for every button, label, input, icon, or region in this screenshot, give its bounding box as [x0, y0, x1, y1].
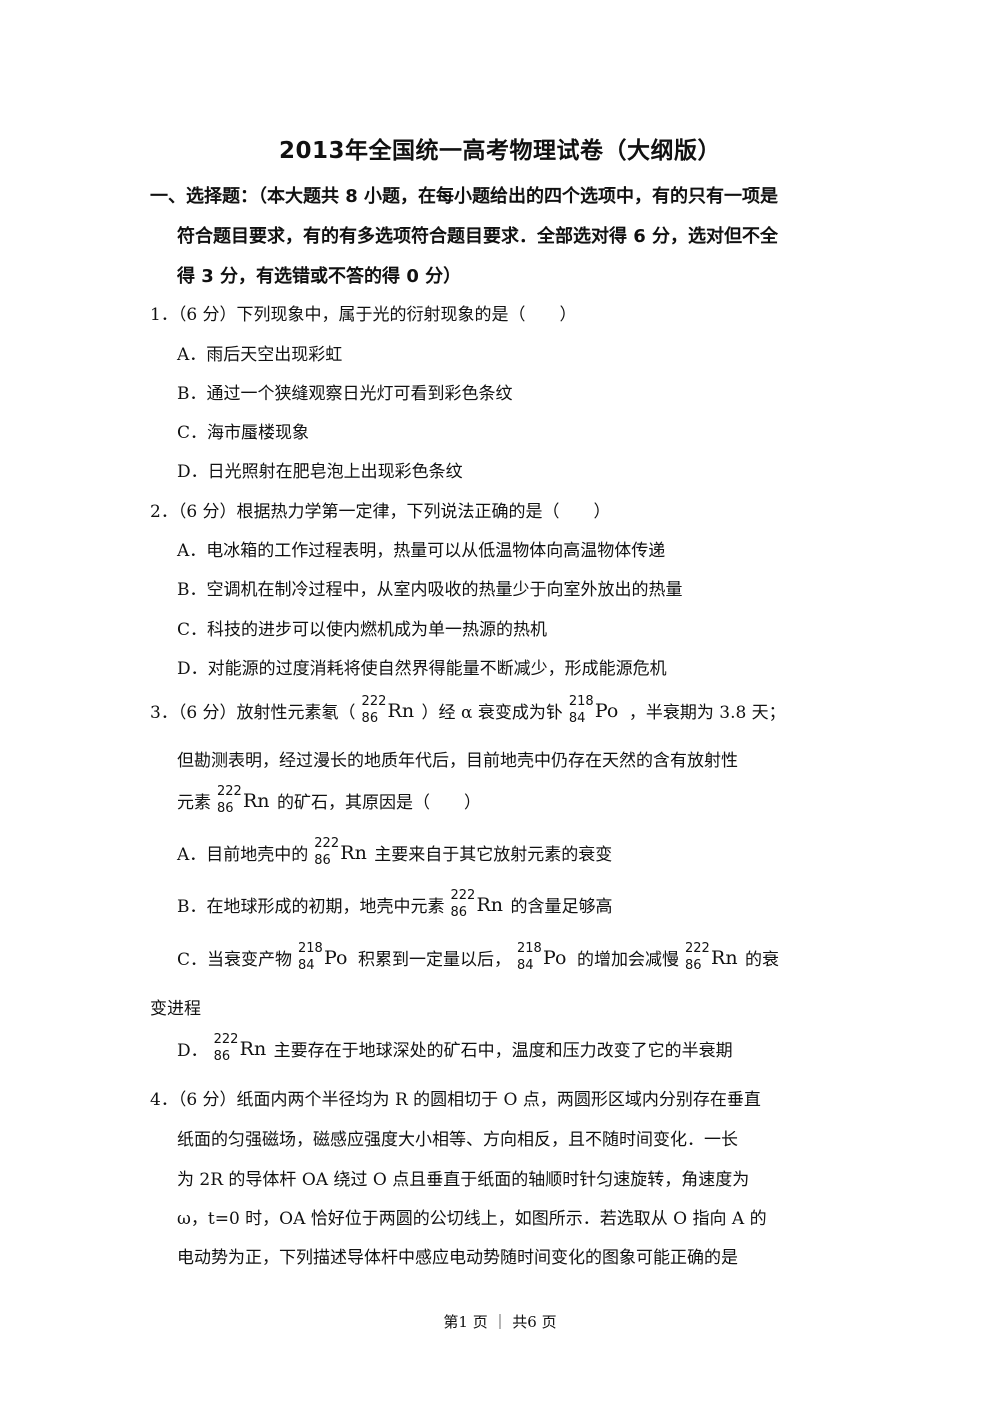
question-4-stem-line-1: 4．（6 分）纸面内两个半径均为 R 的圆相切于 O 点，两圆形区域内分别存在垂… — [150, 1090, 761, 1110]
section-heading-line-2: 符合题目要求，有的有多选项符合题目要求．全部选对得 6 分，选对但不全 — [177, 226, 779, 247]
question-2-option-a: A．电冰箱的工作过程表明，热量可以从低温物体向高温物体传递 — [177, 541, 666, 561]
page-title: 2013年全国统一高考物理试卷（大纲版） — [278, 138, 721, 164]
section-heading-line-3: 得 3 分，有选错或不答的得 0 分） — [177, 266, 462, 287]
section-heading-line-1: 一、选择题：（本大题共 8 小题，在每小题给出的四个选项中，有的只有一项是 — [150, 186, 779, 207]
question-4-stem-line-5: 电动势为正，下列描述导体杆中感应电动势随时间变化的图象可能正确的是 — [177, 1248, 738, 1268]
question-2-stem: 2．（6 分）根据热力学第一定律，下列说法正确的是（ ） — [150, 502, 611, 522]
question-1-option-d: D．日光照射在肥皂泡上出现彩色条纹 — [177, 462, 463, 482]
question-4-stem-line-4: ω，t=0 时，OA 恰好位于两圆的公切线上，如图所示．若选取从 O 指向 A … — [177, 1209, 767, 1229]
question-3-stem-line-2: 但勘测表明，经过漫长的地质年代后，目前地壳中仍存在天然的含有放射性 — [177, 751, 738, 771]
question-1-stem: 1．（6 分）下列现象中，属于光的衍射现象的是（ ） — [150, 305, 577, 325]
question-4-stem-line-2: 纸面的匀强磁场，磁感应强度大小相等、方向相反，且不随时间变化．一长 — [177, 1130, 738, 1150]
question-2-option-b: B．空调机在制冷过程中，从室内吸收的热量少于向室外放出的热量 — [177, 580, 683, 600]
page-footer: 第1 页 ｜ 共6 页 — [443, 1313, 557, 1331]
question-2-option-c: C．科技的进步可以使内燃机成为单一热源的热机 — [177, 620, 548, 640]
question-1-option-c: C．海市蜃楼现象 — [177, 423, 310, 443]
question-4-stem-line-3: 为 2R 的导体杆 OA 绕过 O 点且垂直于纸面的轴顺时针匀速旋转，角速度为 — [177, 1170, 750, 1190]
question-2-option-d: D．对能源的过度消耗将使自然界得能量不断减少，形成能源危机 — [177, 659, 667, 679]
question-1-option-a: A．雨后天空出现彩虹 — [177, 345, 343, 365]
question-1-option-b: B．通过一个狭缝观察日光灯可看到彩色条纹 — [177, 384, 513, 404]
question-3-option-c-continuation: 变进程 — [150, 999, 201, 1019]
